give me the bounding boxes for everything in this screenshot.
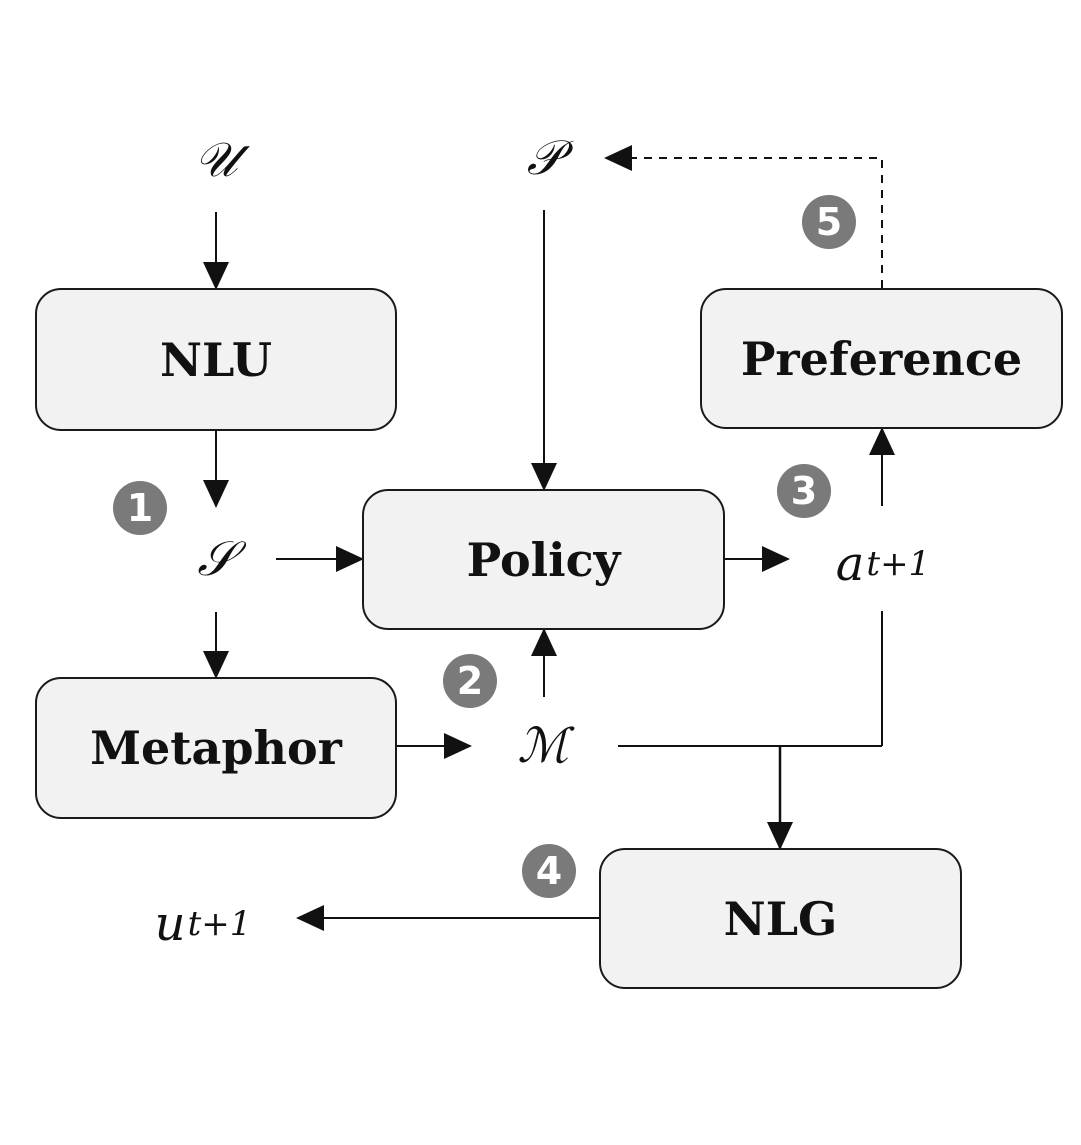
symbol-u-out-subscript: t+1 [187,904,252,944]
symbol-m-text: ℳ [517,718,569,774]
policy-box: Policy [362,489,725,630]
preference-label: Preference [740,331,1023,386]
symbol-p: 𝒫 [504,123,584,193]
metaphor-label: Metaphor [90,721,342,775]
step-badge-5: 5 [802,195,856,249]
step-badge-3: 3 [777,464,831,518]
step-1-number: 1 [126,486,154,530]
symbol-a-subscript: t+1 [866,544,931,584]
symbol-s-text: 𝒮 [197,531,235,587]
metaphor-box: Metaphor [35,677,397,819]
symbol-a-base: a [835,536,865,592]
symbol-u-out-base: u [154,896,186,952]
preference-box: Preference [700,288,1063,429]
symbol-u-text: 𝒰 [194,132,238,188]
nlg-label: NLG [723,891,838,946]
step-badge-4: 4 [522,844,576,898]
policy-label: Policy [466,532,621,587]
step-badge-2: 2 [443,654,497,708]
nlg-box: NLG [599,848,962,989]
symbol-s: 𝒮 [176,524,256,594]
symbol-m: ℳ [498,711,588,781]
nlu-box: NLU [35,288,397,431]
step-5-number: 5 [815,200,843,244]
symbol-p-text: 𝒫 [526,130,562,186]
step-2-number: 2 [456,659,484,703]
step-badge-1: 1 [113,481,167,535]
nlu-label: NLU [160,332,272,387]
step-4-number: 4 [535,849,563,893]
step-3-number: 3 [790,469,818,513]
symbol-u: 𝒰 [176,125,256,195]
